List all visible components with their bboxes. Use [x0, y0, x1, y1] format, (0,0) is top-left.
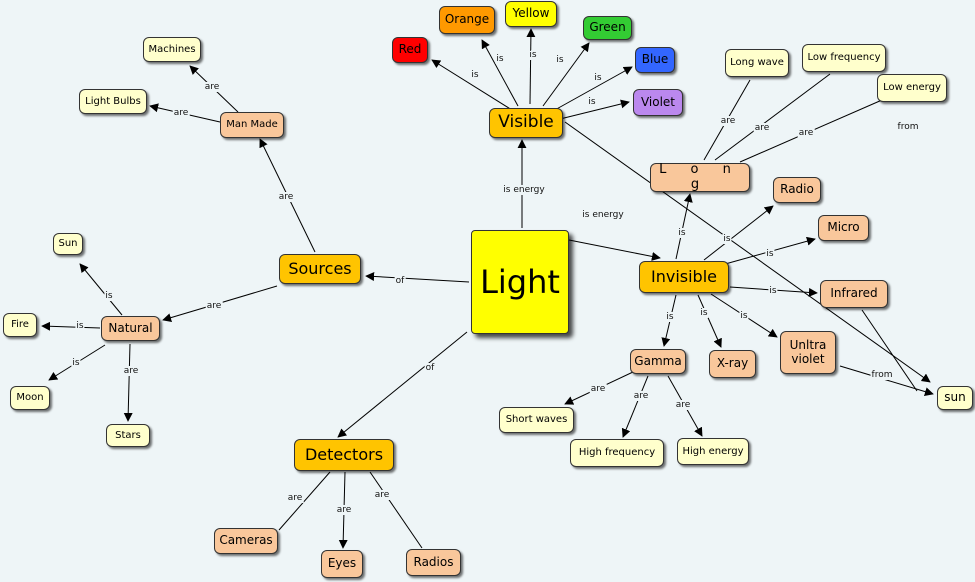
node-ultraviolet[interactable]: Unltra violet [780, 331, 836, 374]
node-sun-right[interactable]: sun [937, 386, 973, 410]
node-eyes[interactable]: Eyes [321, 550, 363, 578]
link-label-9: is [593, 73, 603, 83]
link-label-32: is [75, 321, 85, 331]
node-high-energy[interactable]: High energy [677, 438, 749, 465]
connector-6 [481, 39, 519, 107]
link-label-37: are [373, 490, 391, 500]
link-label-22: from [870, 370, 894, 380]
link-label-29: are [172, 108, 190, 118]
link-label-1: is energy [502, 185, 546, 195]
connector-34 [123, 343, 133, 422]
link-label-34: are [122, 366, 140, 376]
connector-4 [337, 331, 468, 438]
connector-9 [552, 66, 633, 112]
connector-25 [621, 375, 649, 438]
node-sources[interactable]: Sources [279, 254, 361, 284]
link-label-10: is [587, 97, 597, 107]
node-micro[interactable]: Micro [818, 215, 869, 241]
link-label-19: is [739, 311, 749, 321]
link-label-5: is [470, 70, 480, 80]
node-low-frequency[interactable]: Low frequency [802, 44, 886, 72]
link-label-20: is [699, 308, 709, 318]
node-yellow[interactable]: Yellow [505, 1, 557, 27]
node-light[interactable]: Light [471, 230, 569, 334]
node-natural[interactable]: Natural [101, 316, 160, 341]
link-label-26: are [674, 400, 692, 410]
connector-10 [559, 99, 630, 120]
link-label-7: is [528, 50, 538, 60]
node-high-frequency[interactable]: High frequency [570, 439, 664, 467]
link-label-21: is [665, 312, 675, 322]
link-label-31: is [104, 291, 114, 301]
node-cameras[interactable]: Cameras [214, 528, 278, 554]
node-stars[interactable]: Stars [106, 424, 150, 447]
node-invisible[interactable]: Invisible [639, 261, 729, 293]
node-long[interactable]: L o n g [650, 162, 750, 192]
node-long-wave[interactable]: Long wave [725, 49, 789, 77]
connector-15 [675, 193, 693, 260]
link-label-14: are [797, 128, 815, 138]
node-man-made[interactable]: Man Made [220, 112, 284, 138]
link-label-12: are [719, 116, 737, 126]
node-fire[interactable]: Fire [3, 313, 37, 337]
connector-2 [568, 239, 661, 261]
connector-20 [697, 294, 722, 348]
link-label-33: is [71, 358, 81, 368]
link-label-3: of [394, 276, 406, 286]
link-label-35: are [286, 493, 304, 503]
link-label-11: from [896, 122, 920, 132]
connector-8 [542, 42, 590, 107]
node-radio[interactable]: Radio [773, 177, 821, 203]
link-label-2: is energy [581, 210, 625, 220]
link-label-28: are [203, 82, 221, 92]
link-label-6: is [495, 54, 505, 64]
node-radios[interactable]: Radios [406, 549, 461, 576]
node-orange[interactable]: Orange [439, 6, 495, 34]
connector-13 [714, 73, 831, 161]
link-label-36: are [335, 505, 353, 515]
link-label-15: is [677, 228, 687, 238]
node-gamma[interactable]: Gamma [630, 349, 686, 374]
connector-16 [703, 205, 774, 261]
node-infrared[interactable]: Infrared [820, 280, 888, 308]
link-label-8: is [555, 55, 565, 65]
link-label-13: are [753, 123, 771, 133]
node-low-energy[interactable]: Low energy [877, 74, 947, 102]
link-label-24: are [589, 384, 607, 394]
node-detectors[interactable]: Detectors [294, 439, 394, 471]
node-light-bulbs[interactable]: Light Bulbs [79, 89, 147, 114]
link-label-30: are [205, 301, 223, 311]
connector-23 [861, 309, 918, 392]
node-visible[interactable]: Visible [489, 108, 563, 138]
node-sun-left[interactable]: Sun [53, 233, 83, 255]
connector-5 [431, 59, 513, 111]
link-label-17: is [765, 249, 775, 259]
connector-7 [526, 28, 536, 105]
node-violet[interactable]: Violet [633, 89, 683, 116]
node-red[interactable]: Red [392, 37, 428, 63]
link-label-25: are [632, 391, 650, 401]
node-x-ray[interactable]: X-ray [709, 350, 756, 378]
link-label-16: is [722, 234, 732, 244]
connector-11 [564, 121, 931, 383]
link-label-27: are [277, 192, 295, 202]
connector-22 [839, 365, 934, 396]
node-machines[interactable]: Machines [143, 37, 201, 62]
connector-37 [369, 471, 423, 549]
link-label-4: of [424, 363, 436, 373]
node-moon[interactable]: Moon [10, 386, 50, 410]
node-green[interactable]: Green [583, 16, 632, 40]
connector-3 [365, 271, 470, 283]
connector-31 [79, 263, 123, 316]
node-blue[interactable]: Blue [635, 47, 675, 73]
connector-35 [278, 471, 331, 531]
node-short-waves[interactable]: Short waves [499, 407, 574, 433]
connector-32 [41, 321, 101, 331]
link-label-18: is [768, 286, 778, 296]
